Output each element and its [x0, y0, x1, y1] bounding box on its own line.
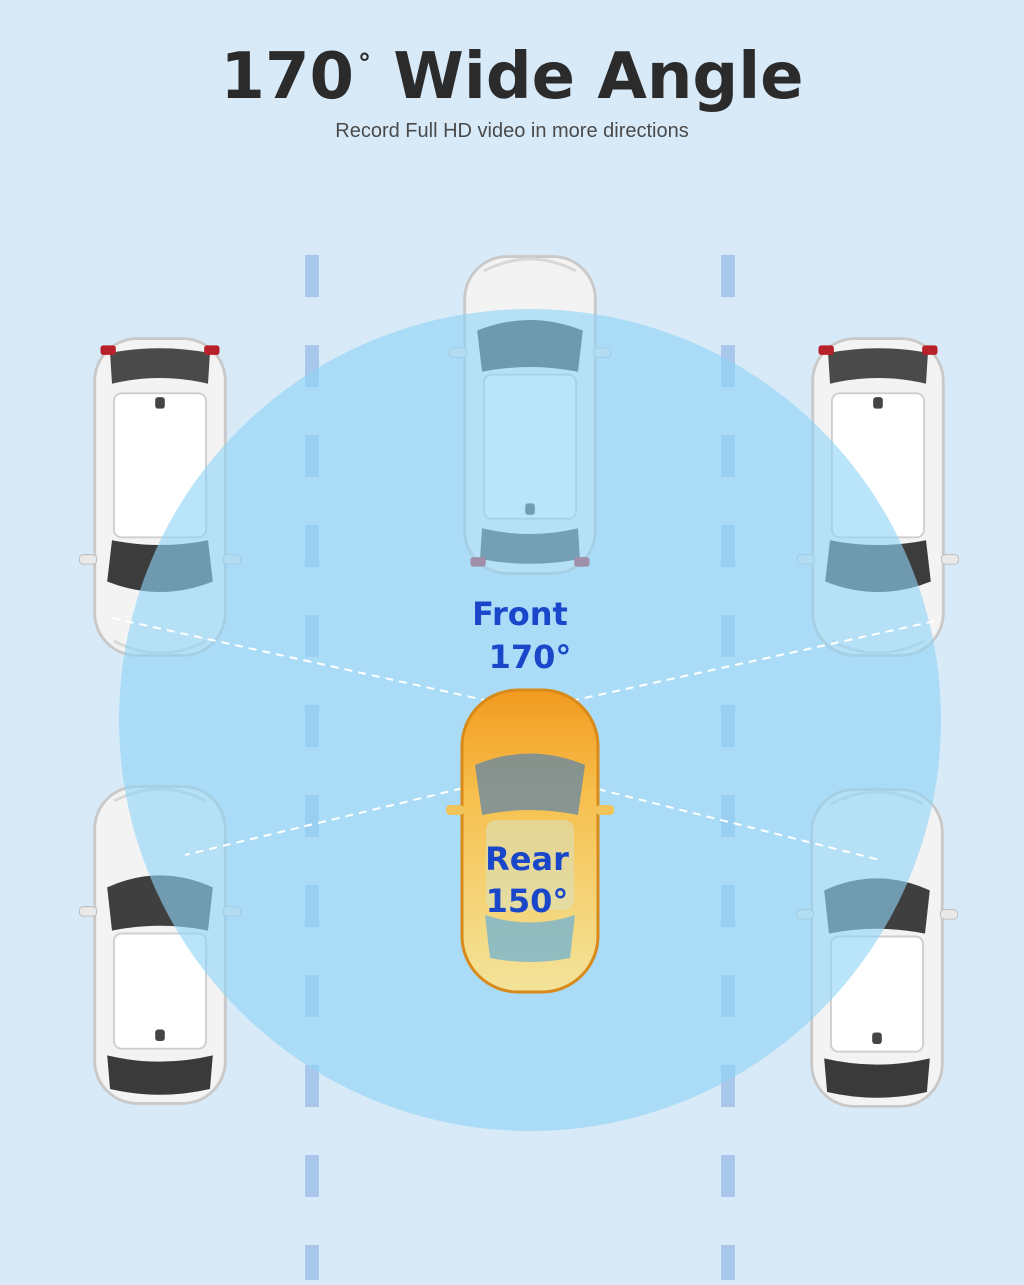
page-subtitle: Record Full HD video in more directions	[335, 120, 689, 142]
front-angle-lines	[111, 617, 941, 711]
rear-label: Rear	[485, 840, 569, 878]
front-angle-value: 170°	[489, 638, 572, 676]
dashcam-car	[446, 688, 614, 994]
title-number: 170	[220, 40, 355, 114]
rear-angle-value: 150°	[486, 882, 569, 920]
title-degree: °	[358, 49, 372, 79]
title-text: Wide Angle	[393, 40, 804, 114]
page-title: 170° Wide Angle	[0, 40, 1024, 114]
front-label: Front	[472, 595, 568, 633]
